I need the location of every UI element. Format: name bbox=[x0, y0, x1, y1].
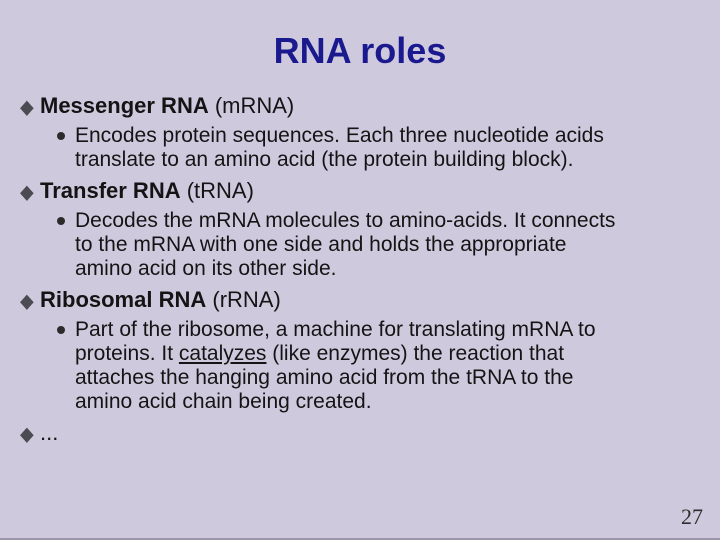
sub-bullet-mrna: Encodes protein sequences. Each three nu… bbox=[20, 124, 712, 172]
bullet-term: Messenger RNA bbox=[40, 93, 209, 118]
bullet-transfer-rna: ◆Transfer RNA (tRNA) bbox=[20, 178, 712, 205]
slide-title: RNA roles bbox=[273, 30, 447, 71]
diamond-bullet-icon: ◆ bbox=[20, 422, 34, 446]
diamond-bullet-icon: ◆ bbox=[20, 180, 34, 204]
circle-bullet-icon bbox=[57, 326, 65, 334]
sub-bullet-text-part2: (like enzymes) the reaction that attache… bbox=[75, 342, 574, 413]
bullet-term: Transfer RNA bbox=[40, 178, 181, 203]
diamond-bullet-icon: ◆ bbox=[20, 95, 34, 119]
sub-bullet-text: Decodes the mRNA molecules to amino-acid… bbox=[75, 209, 616, 280]
bullet-messenger-rna: ◆Messenger RNA (mRNA) bbox=[20, 93, 712, 120]
diamond-bullet-icon: ◆ bbox=[20, 289, 34, 313]
bullet-rest: (rRNA) bbox=[206, 287, 281, 312]
bullet-ellipsis: ◆... bbox=[20, 420, 712, 447]
underlined-word: catalyzes bbox=[178, 342, 267, 365]
bullet-rest: (tRNA) bbox=[180, 178, 254, 203]
circle-bullet-icon bbox=[57, 132, 65, 140]
circle-bullet-icon bbox=[57, 217, 65, 225]
page-number: 27 bbox=[681, 504, 703, 529]
sub-bullet-text: Part of the ribosome, a machine for tran… bbox=[75, 318, 596, 414]
sub-bullet-trna: Decodes the mRNA molecules to amino-acid… bbox=[20, 209, 712, 281]
bullet-rest: ... bbox=[40, 420, 59, 445]
sub-bullet-rrna: Part of the ribosome, a machine for tran… bbox=[20, 318, 712, 414]
sub-bullet-text: Encodes protein sequences. Each three nu… bbox=[75, 124, 604, 171]
bullet-rest: (mRNA) bbox=[208, 93, 295, 118]
bullet-ribosomal-rna: ◆Ribosomal RNA (rRNA) bbox=[20, 287, 712, 314]
bullet-term: Ribosomal RNA bbox=[40, 287, 207, 312]
sub-bullet-text-part1: Part of the ribosome, a machine for tran… bbox=[75, 318, 596, 365]
slide-body: ◆Messenger RNA (mRNA) Encodes protein se… bbox=[0, 93, 720, 447]
